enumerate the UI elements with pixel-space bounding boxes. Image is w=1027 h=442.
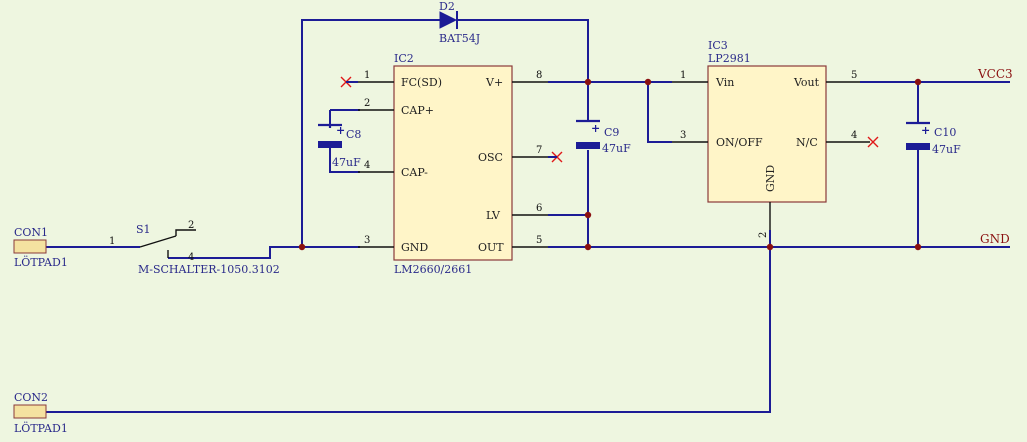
wires: [46, 19, 1010, 413]
plus-icon: +: [591, 122, 600, 135]
ic2-value: LM2660/2661: [394, 263, 472, 276]
junction-dot: [298, 243, 306, 251]
ic2-pin-num: 7: [536, 145, 542, 156]
ic3-pin-num: 3: [680, 130, 686, 141]
ic2-pin-name: FC(SD): [401, 76, 442, 89]
ic3-ref: IC3: [708, 39, 728, 52]
ic2-pin-name: CAP+: [401, 104, 434, 117]
ic3-body: [707, 65, 827, 203]
ic2-pin-num: 8: [536, 70, 542, 81]
c9-value: 47uF: [602, 142, 631, 155]
s1-pin-1: 1: [109, 236, 115, 247]
ic2-pin-name: OSC: [478, 151, 503, 164]
ic2-body: [393, 65, 513, 261]
ic2-pin-num: 6: [536, 203, 542, 214]
d2-ref: D2: [439, 0, 455, 13]
s1-ref: S1: [136, 223, 151, 236]
d2-value: BAT54J: [439, 32, 480, 45]
ic3-value: LP2981: [708, 52, 751, 65]
junction-dot: [584, 78, 592, 86]
ic3-pin-name: GND: [764, 165, 777, 192]
ic3-pin-num: 5: [851, 70, 857, 81]
connector-con1[interactable]: CON1 LÖTPAD1: [13, 226, 68, 269]
c10-value: 47uF: [932, 143, 961, 156]
ic3-pin-name: N/C: [796, 136, 818, 149]
cap-plate-negative: [576, 142, 600, 149]
ic2-pin-name: GND: [401, 241, 428, 254]
con2-value: LÖTPAD1: [14, 421, 68, 435]
ic2-ref: IC2: [394, 52, 414, 65]
net-label-vcc: VCC3: [977, 67, 1013, 81]
s1-value: M-SCHALTER-1050.3102: [138, 263, 280, 276]
solder-pad: [13, 239, 47, 254]
junction-dot: [914, 78, 922, 86]
net-label-gnd: GND: [980, 232, 1010, 246]
ic3-lp2981[interactable]: IC3 LP2981 1 Vin 3 ON/OFF 5 Vout 4 N/C 2…: [672, 39, 870, 238]
ic3-pin-name: ON/OFF: [716, 136, 763, 149]
ic3-pin-num: 4: [851, 130, 857, 141]
ic3-pin-num: 2: [758, 232, 769, 238]
con1-ref: CON1: [14, 226, 48, 239]
connector-con2[interactable]: CON2 LÖTPAD1: [13, 391, 68, 435]
junctions: [298, 78, 922, 251]
c8-value: 47uF: [332, 156, 361, 169]
ic2-pin-num: 1: [364, 70, 370, 81]
ic2-lm2660[interactable]: IC2 LM2660/2661 1 FC(SD) 2 CAP+ 4 CAP- 3…: [358, 52, 548, 276]
ic2-pin-num: 2: [364, 98, 370, 109]
plus-icon: +: [336, 124, 345, 137]
diode-triangle: [439, 11, 458, 29]
plus-icon: +: [921, 124, 930, 137]
switch-s1[interactable]: S1 1 2 4 M-SCHALTER-1050.3102: [109, 220, 280, 276]
con2-ref: CON2: [14, 391, 48, 404]
solder-pad: [13, 404, 47, 419]
junction-dot: [914, 243, 922, 251]
junction-dot: [644, 78, 652, 86]
junction-dot: [584, 211, 592, 219]
ic2-pin-name: CAP-: [401, 166, 428, 179]
c8-ref: C8: [346, 128, 361, 141]
capacitor-c8[interactable]: + C8 47uF: [318, 123, 361, 169]
cap-plate-negative: [906, 143, 930, 150]
junction-dot: [584, 243, 592, 251]
ic3-pin-num: 1: [680, 70, 686, 81]
ic2-pin-name: LV: [486, 209, 501, 222]
c9-ref: C9: [604, 126, 619, 139]
c10-ref: C10: [934, 126, 956, 139]
cap-plate-negative: [318, 141, 342, 148]
ic2-pin-name: OUT: [478, 241, 504, 254]
diode-d2[interactable]: D2 BAT54J: [439, 0, 480, 45]
capacitor-c9[interactable]: + C9 47uF: [576, 119, 631, 155]
junction-dot: [766, 243, 774, 251]
capacitor-c10[interactable]: + C10 47uF: [906, 121, 961, 156]
ic3-pin-name: Vout: [793, 76, 820, 89]
ic2-pin-num: 4: [364, 160, 370, 171]
s1-pin-2: 2: [188, 220, 194, 231]
ic2-pin-name: V+: [485, 76, 503, 89]
ic2-pin-num: 5: [536, 235, 542, 246]
ic3-pin-name: Vin: [715, 76, 734, 89]
con1-value: LÖTPAD1: [14, 255, 68, 269]
ic2-pin-num: 3: [364, 235, 370, 246]
no-connect-x-icon: [867, 136, 879, 148]
s1-pin-4: 4: [188, 252, 194, 263]
